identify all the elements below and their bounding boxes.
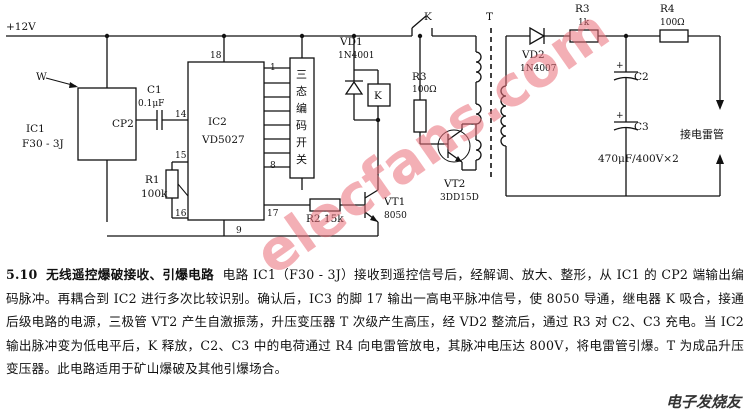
vd2-label: VD2 (521, 49, 545, 61)
r3-value-label: 100Ω (412, 85, 437, 95)
ic1-part-label: F30 - 3J (22, 138, 64, 150)
c1-label: C1 (147, 84, 162, 96)
vt2-part-label: 3DD15D (440, 193, 479, 203)
r3-label: R3 (412, 71, 427, 83)
r3-top-value-label: 1k (578, 18, 590, 28)
ic2-label: IC2 (208, 116, 227, 128)
vt2-label: VT2 (443, 178, 465, 190)
ic1-label: IC1 (26, 123, 45, 135)
c2-label: C2 (634, 71, 649, 83)
r1-resistor (165, 169, 179, 199)
t-label: T (486, 11, 493, 23)
transformer-primary (475, 51, 482, 161)
r4-value-label: 100Ω (660, 18, 685, 28)
supply-label: +12V (6, 21, 36, 33)
vd1-part-label: 1N4001 (338, 51, 375, 61)
detonator-arrow-top (716, 100, 724, 110)
site-logo: 电子发烧友 (665, 393, 741, 411)
vd1-label: VD1 (339, 36, 363, 48)
c1-value-label: 0.1μF (138, 99, 164, 109)
vd2-part-label: 1N4007 (520, 64, 557, 74)
transformer-secondary (500, 85, 507, 147)
r1-label: R1 (145, 174, 160, 186)
vt1-label: VT1 (383, 196, 405, 208)
r3-bias-resistor (413, 99, 427, 133)
detonator-arrow-bottom (716, 154, 724, 164)
k-contact-label: K (424, 11, 432, 23)
switch-char-4: 码 (296, 119, 307, 132)
pin17-label: 17 (267, 209, 279, 219)
vt2-transistor (437, 129, 471, 163)
cap-value-label: 470μF/400V×2 (598, 153, 679, 165)
cp2-label: CP2 (112, 118, 134, 130)
relay-label: K (374, 90, 382, 102)
r4-resistor (659, 29, 689, 43)
r1-value-label: 100k (141, 188, 168, 200)
relay-contact (411, 15, 427, 29)
ic2-block (187, 61, 265, 221)
r2-label: R2 15k (306, 213, 344, 225)
circuit-diagram: +12V IC1 F30 - 3J W CP2 C1 0.1μF IC2 VD5… (6, 3, 724, 237)
ic2-part-label: VD5027 (201, 134, 245, 146)
r4-label: R4 (660, 3, 675, 15)
pin16-label: 16 (175, 209, 187, 219)
caption-number: 5.10 (6, 267, 38, 282)
switch-char-5: 开 (296, 136, 307, 149)
figure-caption: 5.10 无线遥控爆破接收、引爆电路 电路 IC1（F30 - 3J）接收到遥控… (6, 263, 744, 381)
c3-label: C3 (634, 121, 649, 133)
pin14-label: 14 (175, 110, 187, 120)
caption-body: 电路 IC1（F30 - 3J）接收到遥控信号后，经解调、放大、整形，从 IC1… (6, 267, 744, 377)
pin18-label: 18 (210, 51, 222, 61)
c2-plus: + (616, 61, 624, 71)
r3-top-label: R3 (575, 3, 590, 15)
ic2-data-pins (264, 67, 290, 168)
vd2-diode (529, 26, 546, 46)
caption-title: 无线遥控爆破接收、引爆电路 (46, 267, 215, 282)
vt1-part-label: 8050 (384, 211, 407, 221)
vd1-diode (344, 80, 364, 95)
switch-char-3: 编 (296, 101, 307, 115)
switch-char-2: 态 (296, 85, 307, 98)
pin9-label: 9 (236, 226, 242, 236)
relay-coil (367, 83, 391, 107)
w-label: W (36, 71, 47, 83)
detonator-label: 接电雷管 (680, 127, 724, 141)
switch-char-1: 三 (296, 68, 307, 81)
r2-resistor (309, 198, 341, 212)
pin15-label: 15 (175, 151, 187, 161)
r3-charge-resistor (569, 29, 599, 43)
pin8-label: 8 (270, 161, 276, 171)
c3-plus: + (616, 111, 624, 121)
switch-char-6: 关 (296, 152, 307, 166)
